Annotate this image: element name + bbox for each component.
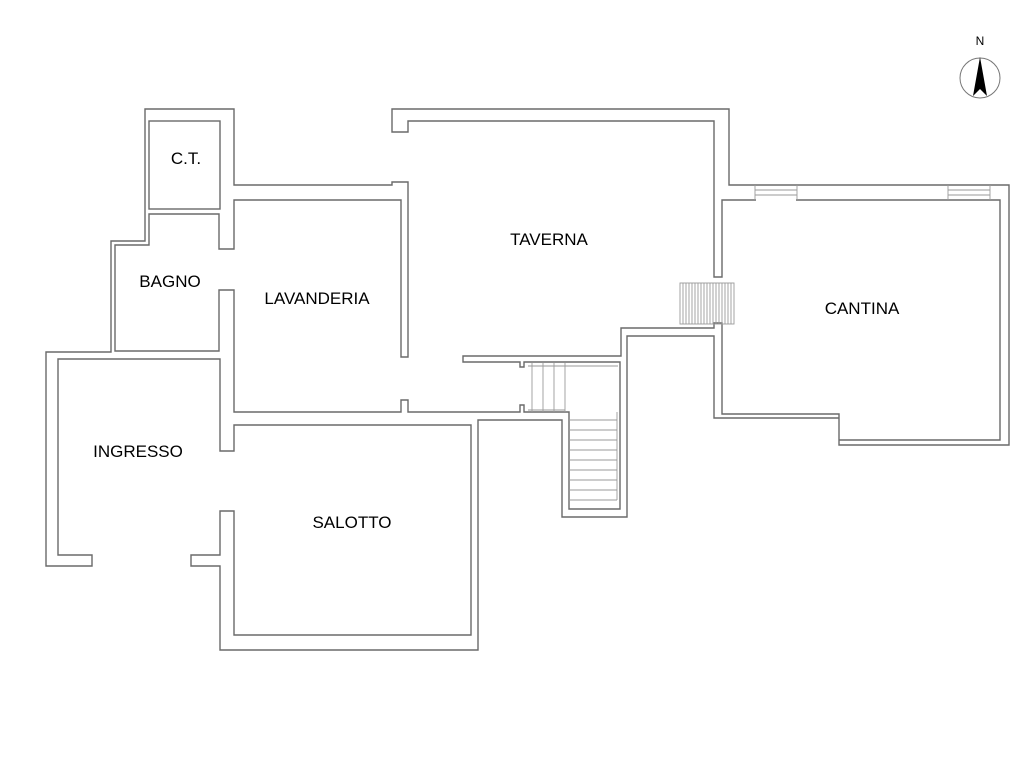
- window-cantina-left: [754, 185, 798, 202]
- north-arrow-icon: [973, 57, 987, 96]
- label-lavanderia: LAVANDERIA: [264, 289, 370, 308]
- room-labels: C.T. BAGNO LAVANDERIA TAVERNA CANTINA IN…: [93, 149, 900, 532]
- label-taverna: TAVERNA: [510, 230, 588, 249]
- window-cantina-right: [947, 185, 991, 200]
- label-cantina: CANTINA: [825, 299, 900, 318]
- label-salotto: SALOTTO: [312, 513, 391, 532]
- ct-room-outline: [148, 120, 221, 210]
- compass: N: [959, 34, 1001, 99]
- stair-landing: [528, 363, 618, 412]
- label-ingresso: INGRESSO: [93, 442, 183, 461]
- compass-north-label: N: [976, 34, 985, 48]
- building-walls: [45, 108, 1010, 651]
- walls: [45, 108, 1010, 651]
- label-bagno: BAGNO: [139, 272, 200, 291]
- label-ct: C.T.: [171, 149, 201, 168]
- cantina-step-grille: [679, 282, 735, 325]
- windows: [754, 185, 991, 202]
- staircase: [569, 412, 618, 501]
